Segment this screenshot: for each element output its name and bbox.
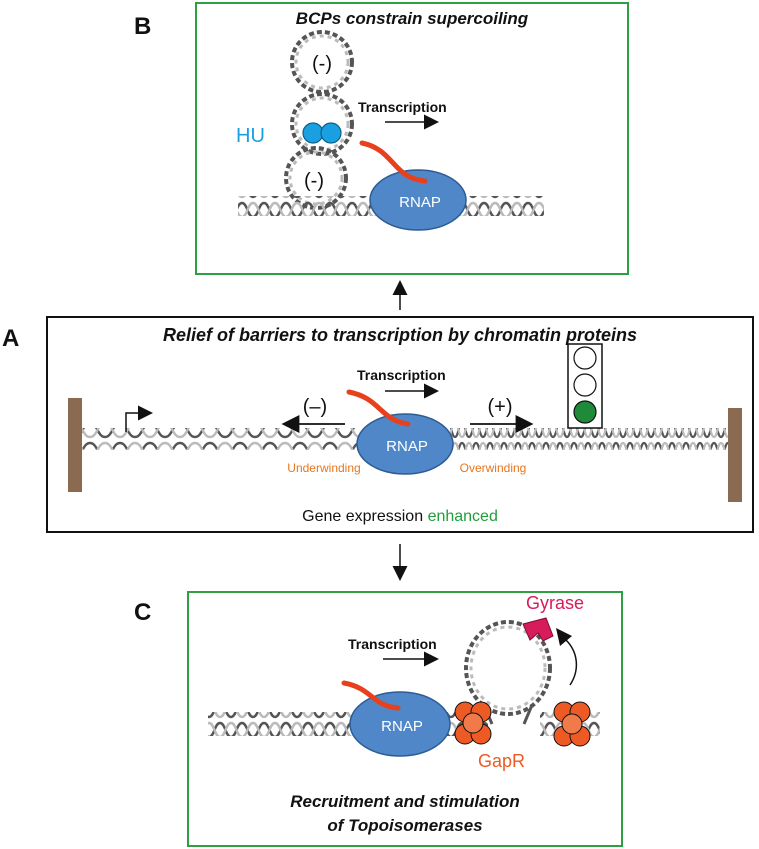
gyrase-icon (522, 617, 554, 642)
gene-expression-caption: Gene expression enhanced (302, 508, 498, 525)
promoter-arrow (125, 405, 153, 432)
panel-a-letter: A (2, 325, 19, 352)
panel-a-rnap-label: RNAP (386, 438, 428, 455)
loop-bottom-sign: (-) (304, 170, 324, 192)
neg-supercoil-sign: (–) (303, 396, 327, 418)
dna-underwound (82, 428, 372, 450)
panel-c-rna (341, 680, 401, 711)
supercoil-loop-top (290, 30, 354, 94)
panel-c-rnap (349, 691, 451, 757)
panel-c-title-line2: of Topoisomerases (327, 816, 482, 835)
panel-a-rna (346, 389, 411, 427)
panel-c-rnap-label: RNAP (381, 718, 423, 735)
panel-b-title: BCPs constrain supercoiling (296, 9, 529, 28)
dna-overwound (450, 428, 728, 450)
caption-highlight: enhanced (428, 508, 498, 525)
gapr-cluster-left (454, 701, 492, 745)
hu-protein (302, 122, 342, 144)
panel-c-frame (187, 591, 623, 847)
panel-a-rnap (356, 413, 454, 475)
gyrase-action-arrowhead (556, 628, 572, 646)
caption-prefix: Gene expression (302, 508, 423, 525)
panel-b: B BCPs constrain supercoiling (-) (-) HU… (134, 2, 629, 275)
panel-c: C Transcription Gyrase RNAP (134, 591, 623, 847)
hu-label: HU (236, 125, 265, 147)
pos-supercoil-sign: (+) (488, 396, 513, 418)
panel-b-transcription-label: Transcription (358, 99, 447, 115)
panel-c-letter: C (134, 599, 151, 626)
gyrase-action-arrow (565, 639, 578, 686)
panel-a-title: Relief of barriers to transcription by c… (163, 325, 637, 345)
panel-b-rna (359, 140, 428, 184)
panel-a-transcription-label: Transcription (357, 367, 446, 383)
supercoil-loop-middle (290, 92, 354, 156)
panel-b-letter: B (134, 13, 151, 40)
underwinding-label: Underwinding (287, 461, 360, 475)
panel-b-rnap (369, 169, 467, 231)
overwinding-label: Overwinding (460, 461, 527, 475)
gyrase-label: Gyrase (526, 593, 584, 613)
panel-a-frame (46, 316, 754, 533)
panel-b-rnap-label: RNAP (399, 194, 441, 211)
gapr-label: GapR (478, 751, 525, 771)
panel-a: A Relief of barriers to transcription by… (2, 316, 754, 533)
traffic-light-icon (567, 343, 603, 429)
barrier-right (728, 408, 742, 502)
loop-top-sign: (-) (312, 53, 332, 75)
panel-b-frame (195, 2, 629, 275)
panel-c-transcription-label: Transcription (348, 636, 437, 652)
panel-c-title-line1: Recruitment and stimulation (290, 792, 520, 811)
gapr-cluster-right (553, 701, 591, 747)
barrier-left (68, 398, 82, 492)
